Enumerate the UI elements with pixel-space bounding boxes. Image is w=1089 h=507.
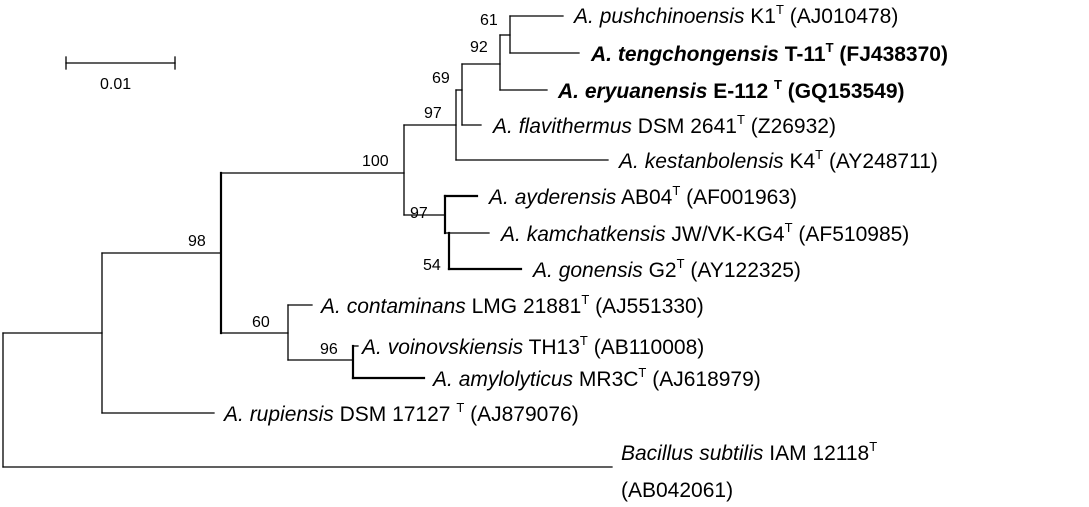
taxon-label-tengchongensis: A. tengchongensis T-11T (FJ438370): [590, 34, 948, 66]
taxon-strain: T-11: [785, 43, 826, 66]
taxon-labels: A. pushchinoensis K1T (AJ010478) A. teng…: [222, 0, 948, 502]
taxon-accession: (AJ010478): [790, 5, 899, 28]
taxon-species: voinovskiensis: [388, 336, 524, 359]
taxon-label-ayderensis: A. ayderensis AB04T (AF001963): [487, 177, 797, 209]
taxon-species: gonensis: [559, 259, 644, 282]
taxon-label-pushchinoensis: A. pushchinoensis K1T (AJ010478): [572, 0, 898, 28]
scale-bar-label: 0.01: [100, 76, 131, 93]
taxon-genus: A.: [222, 403, 244, 426]
taxon-species: kestanbolensis: [645, 150, 784, 173]
taxon-species: Bacillus subtilis: [621, 442, 764, 465]
bootstrap-value: 96: [320, 341, 338, 358]
taxon-genus: A.: [491, 115, 513, 138]
taxon-genus: A.: [431, 368, 453, 391]
taxon-label-voinovskiensis: A. voinovskiensis TH13T (AB110008): [360, 327, 704, 359]
taxon-label-rupiensis: A. rupiensis DSM 17127 T (AJ879076): [222, 394, 579, 426]
type-strain-mark: T: [677, 256, 685, 271]
bootstrap-values: 61 92 69 97 100 97 54 98 60 96: [188, 12, 498, 358]
taxon-genus: A.: [557, 80, 579, 103]
taxon-species: kamchatkensis: [527, 223, 666, 246]
taxon-accession: (GQ153549): [788, 80, 905, 103]
bootstrap-value: 69: [432, 70, 450, 87]
taxon-label-bacillus-subtilis: Bacillus subtilis IAM 12118T: [621, 439, 877, 465]
taxon-species: eryuanensis: [585, 80, 708, 103]
taxon-strain: K1: [750, 5, 776, 28]
bootstrap-value: 98: [188, 233, 206, 250]
taxon-strain: IAM 12118: [769, 442, 869, 465]
taxon-accession: (AY248711): [829, 150, 938, 173]
tree-branches: [2, 15, 613, 468]
bootstrap-value: 60: [252, 314, 270, 331]
type-strain-mark: T: [638, 365, 646, 380]
bootstrap-value: 54: [423, 257, 441, 274]
taxon-strain: E-112: [713, 80, 768, 103]
bootstrap-value: 97: [424, 105, 442, 122]
taxon-accession: (AB110008): [594, 336, 705, 359]
taxon-strain: DSM 17127: [340, 403, 451, 426]
taxon-species: tengchongensis: [618, 43, 779, 66]
taxon-accession: (AF001963): [686, 186, 797, 209]
taxon-genus: A.: [572, 5, 594, 28]
taxon-genus: A.: [499, 223, 521, 246]
type-strain-mark: T: [672, 183, 680, 198]
taxon-accession: (FJ438370): [839, 43, 948, 66]
type-strain-mark: T: [737, 112, 745, 127]
taxon-species: flavithermus: [519, 115, 633, 138]
taxon-strain: AB04: [621, 186, 673, 209]
taxon-genus: A.: [487, 186, 509, 209]
type-strain-mark: T: [785, 220, 793, 235]
taxon-accession: (Z26932): [751, 115, 836, 138]
taxon-accession: (AJ879076): [470, 403, 579, 426]
taxon-label-kamchatkensis: A. kamchatkensis JW/VK-KG4T (AF510985): [499, 214, 909, 246]
taxon-strain: JW/VK-KG4: [671, 223, 785, 246]
taxon-label-amylolyticus: A. amylolyticus MR3CT (AJ618979): [431, 359, 761, 391]
taxon-strain: MR3C: [579, 368, 639, 391]
type-strain-mark: T: [815, 147, 823, 162]
taxon-genus: A.: [590, 43, 612, 66]
type-strain-mark: T: [776, 2, 784, 17]
type-strain-mark: T: [774, 77, 782, 92]
type-strain-mark: T: [826, 40, 834, 55]
taxon-label-eryuanensis: A. eryuanensis E-112 T (GQ153549): [557, 71, 905, 103]
taxon-species: rupiensis: [250, 403, 335, 426]
taxon-genus: A.: [617, 150, 639, 173]
taxon-genus: A.: [319, 295, 341, 318]
taxon-species: pushchinoensis: [599, 5, 745, 28]
type-strain-mark: T: [869, 439, 877, 454]
bootstrap-value: 100: [362, 153, 389, 170]
taxon-genus: A.: [360, 336, 382, 359]
taxon-species: contaminans: [347, 295, 467, 318]
taxon-accession: (AJ551330): [595, 295, 704, 318]
taxon-label-contaminans: A. contaminans LMG 21881T (AJ551330): [319, 286, 704, 318]
bootstrap-value: 61: [480, 12, 498, 29]
type-strain-mark: T: [581, 292, 589, 307]
taxon-strain: TH13: [529, 336, 580, 359]
taxon-accession: (AY122325): [690, 259, 801, 282]
bootstrap-value: 92: [470, 39, 488, 56]
taxon-species: amylolyticus: [459, 368, 574, 391]
taxon-accession: (AJ618979): [652, 368, 761, 391]
taxon-strain: K4: [789, 150, 815, 173]
taxon-accession-bacillus-subtilis: (AB042061): [621, 479, 733, 502]
taxon-species: ayderensis: [515, 186, 617, 209]
type-strain-mark: T: [580, 333, 588, 348]
taxon-strain: LMG 21881: [472, 295, 582, 318]
taxon-strain: G2: [649, 259, 677, 282]
taxon-label-flavithermus: A. flavithermus DSM 2641T (Z26932): [491, 106, 836, 138]
type-strain-mark: T: [456, 400, 464, 415]
scale-bar: 0.01: [65, 56, 176, 93]
taxon-genus: A.: [531, 259, 553, 282]
taxon-accession: (AF510985): [798, 223, 909, 246]
taxon-label-kestanbolensis: A. kestanbolensis K4T (AY248711): [617, 141, 938, 173]
bootstrap-value: 97: [410, 205, 428, 222]
taxon-label-gonensis: A. gonensis G2T (AY122325): [531, 250, 801, 282]
taxon-strain: DSM 2641: [638, 115, 737, 138]
